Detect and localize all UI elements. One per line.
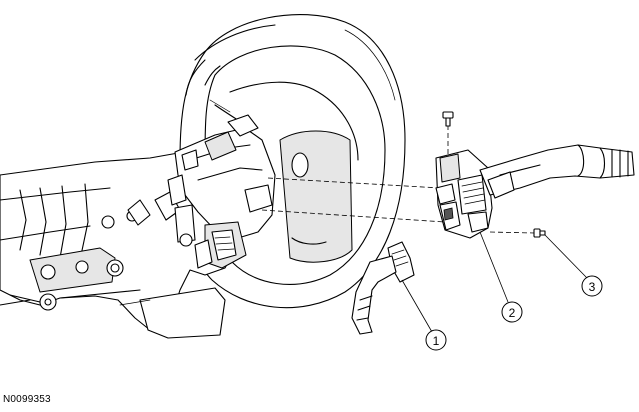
callout-2: 2: [501, 301, 523, 323]
wiring-harness: [351, 241, 415, 335]
leader-line-2: [479, 231, 509, 303]
alignment-line-screw-side: [489, 231, 535, 234]
alignment-line-upper: [267, 177, 441, 189]
callout-1: 1: [425, 329, 447, 351]
side-screw: [533, 228, 546, 238]
callout-3-label: 3: [589, 280, 596, 294]
column-lock-module: [167, 114, 276, 269]
upper-screw: [442, 111, 454, 127]
leader-line-3: [544, 234, 588, 279]
leader-line-1: [401, 279, 433, 333]
callout-2-label: 2: [509, 306, 516, 320]
wiper-stalk: [479, 144, 635, 199]
figure-code: N0099353: [3, 394, 51, 405]
callout-1-label: 1: [433, 334, 440, 348]
alignment-line-lower: [261, 209, 446, 223]
callout-3: 3: [581, 275, 603, 297]
multifunction-switch: [435, 149, 493, 239]
